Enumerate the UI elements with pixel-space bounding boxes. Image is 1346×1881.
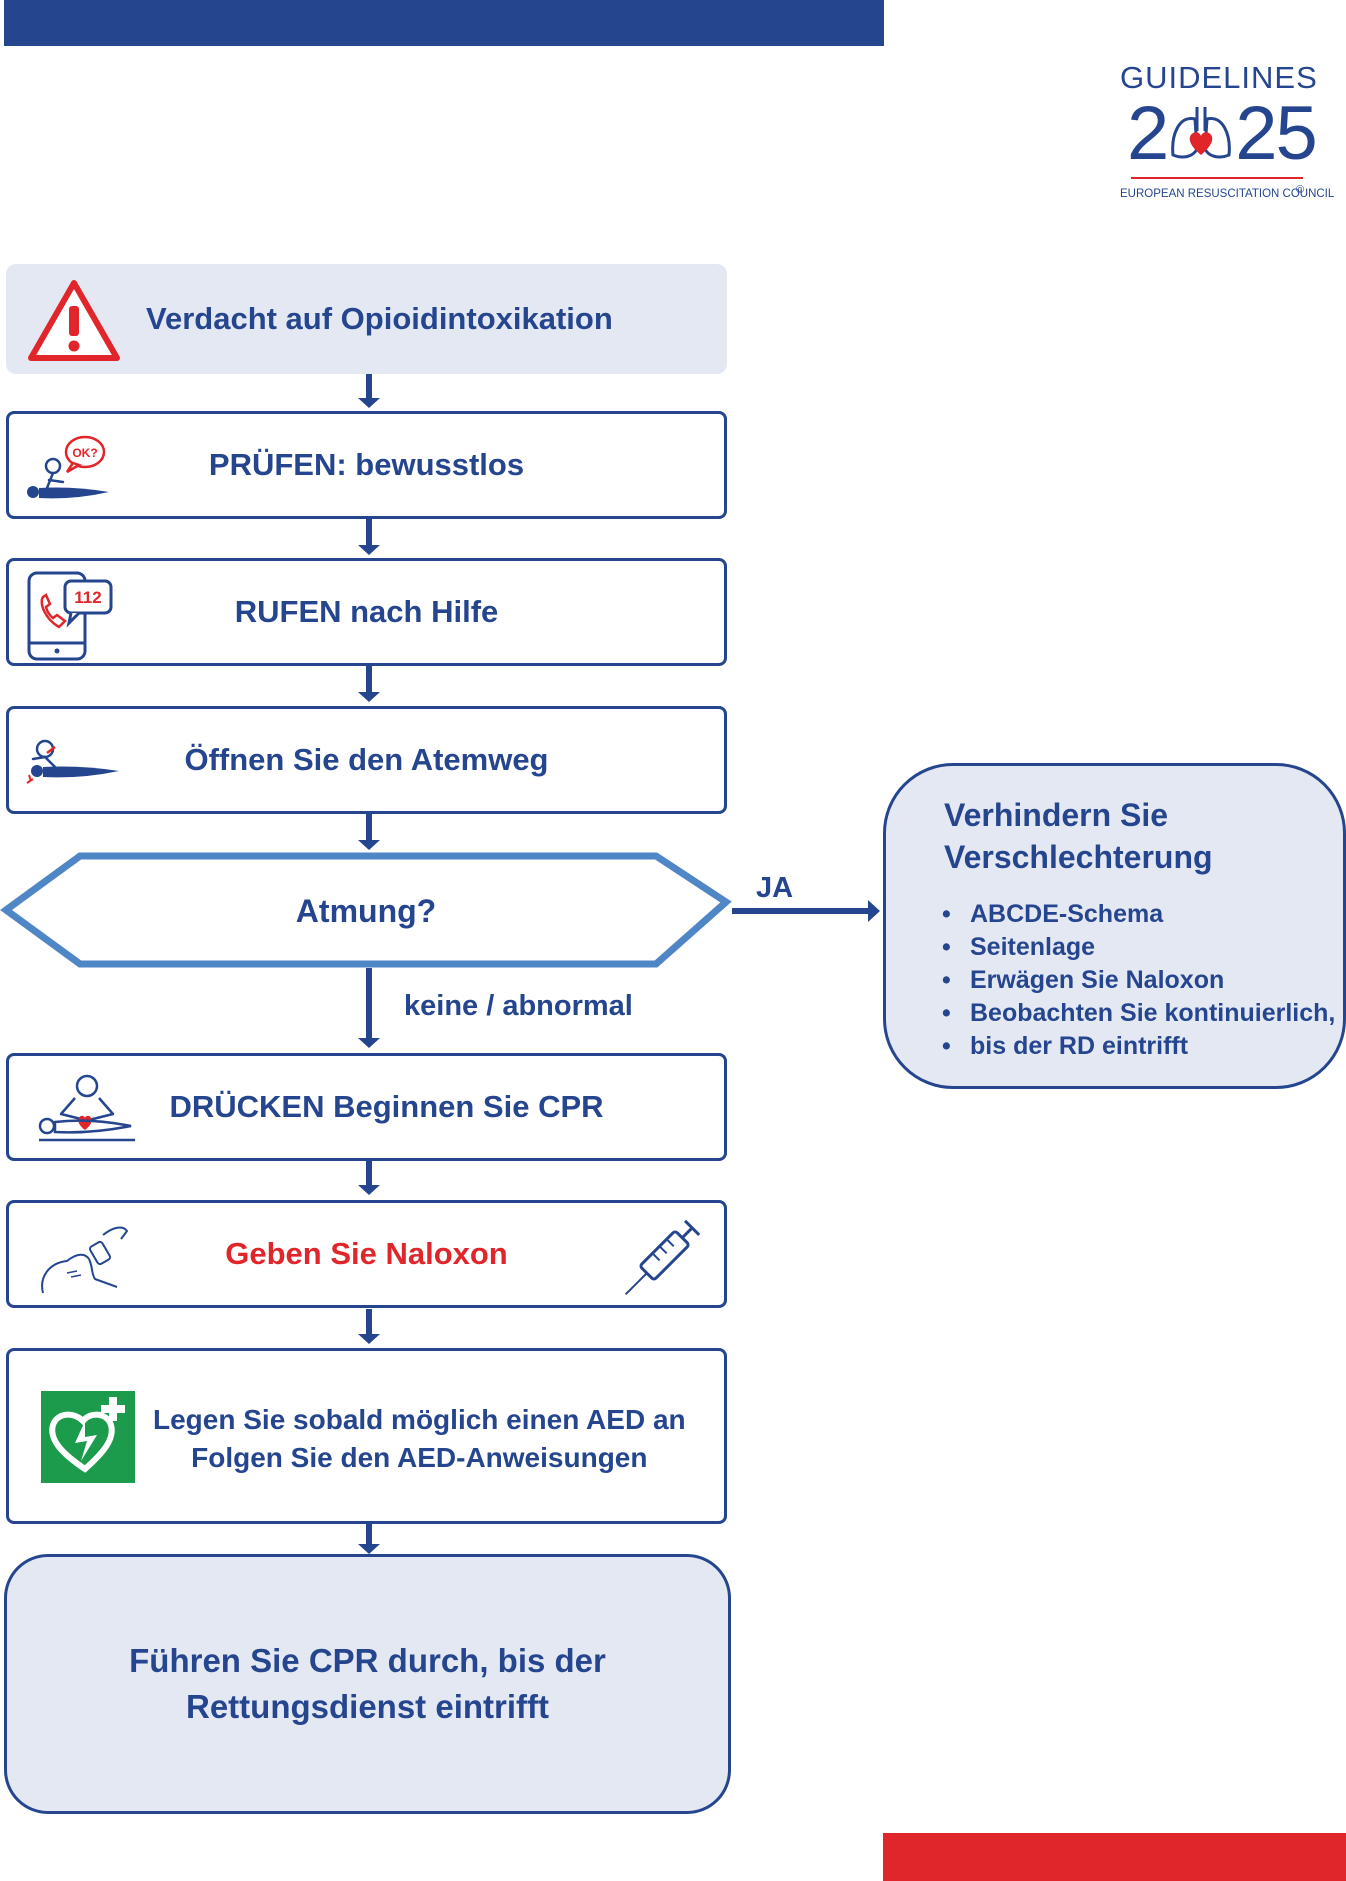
ok-bubble-text: OK?	[72, 446, 97, 460]
naloxone-label: Geben Sie Naloxon	[225, 1236, 508, 1271]
side-title-line1: Verhindern Sie	[944, 797, 1169, 833]
logo-word: GUIDELINES	[1120, 60, 1318, 95]
side-item-naloxone: Erwägen Sie Naloxon	[942, 964, 1335, 997]
cpr-compression-icon	[38, 1074, 135, 1142]
logo-divider	[1131, 177, 1303, 179]
yes-arrow-head	[868, 900, 880, 922]
top-banner	[4, 0, 884, 46]
side-item-until-ems: bis der RD eintrifft	[942, 1030, 1335, 1063]
compress-label: DRÜCKEN Beginnen Sie CPR	[169, 1089, 604, 1124]
check-responsiveness-icon: OK?	[27, 435, 109, 499]
side-item-until-ems-text: bis der RD eintrifft	[970, 1032, 1189, 1060]
breathing-label: Atmung?	[296, 893, 436, 929]
side-list: ABCDE-Schema Seitenlage Erwägen Sie Nalo…	[942, 898, 1335, 1063]
breathing-decision: Atmung?	[0, 852, 732, 968]
logo-copyright: ©	[1296, 184, 1305, 196]
warning-icon	[28, 280, 120, 361]
final-line1: Führen Sie CPR durch, bis der	[129, 1642, 606, 1679]
aed-line2: Folgen Sie den AED-Anweisungen	[191, 1442, 648, 1473]
logo-org: EUROPEAN RESUSCITATION COUNCIL	[1120, 188, 1335, 200]
logo-year-left: 2	[1127, 91, 1169, 176]
syringe-icon	[624, 1219, 701, 1296]
continue-cpr-box: Führen Sie CPR durch, bis der Rettungsdi…	[4, 1554, 731, 1814]
side-item-observe: Beobachten Sie kontinuierlich,	[942, 997, 1335, 1030]
side-item-abcde: ABCDE-Schema	[942, 898, 1335, 931]
final-line2: Rettungsdienst eintrifft	[186, 1688, 549, 1725]
logo-year: 2 25	[1127, 90, 1318, 177]
nasal-spray-icon	[41, 1226, 129, 1294]
airway-box: Öffnen Sie den Atemweg	[6, 706, 727, 814]
aed-text: Legen Sie sobald möglich einen AED an Fo…	[153, 1401, 686, 1477]
airway-label: Öffnen Sie den Atemweg	[184, 742, 549, 777]
check-label: PRÜFEN: bewusstlos	[208, 447, 525, 482]
side-title: Verhindern Sie Verschlechterung	[944, 794, 1213, 878]
lungs-heart-icon	[1171, 107, 1232, 159]
call-box: 112 RUFEN nach Hilfe	[6, 558, 727, 666]
aed-line1: Legen Sie sobald möglich einen AED an	[153, 1404, 686, 1435]
side-item-recovery-position: Seitenlage	[942, 931, 1335, 964]
yes-label: JA	[756, 872, 794, 904]
check-box: OK? PRÜFEN: bewusstlos	[6, 411, 727, 519]
bottom-banner	[883, 1833, 1346, 1881]
yes-arrow-line	[732, 908, 870, 914]
suspect-box: Verdacht auf Opioidintoxikation	[6, 264, 727, 374]
side-title-line2: Verschlechterung	[944, 839, 1213, 875]
open-airway-icon	[26, 739, 119, 784]
phone-number-text: 112	[74, 588, 101, 607]
aed-box: Legen Sie sobald möglich einen AED an Fo…	[6, 1348, 727, 1524]
prevent-deterioration-panel: Verhindern Sie Verschlechterung ABCDE-Sc…	[883, 763, 1346, 1089]
logo-year-right: 25	[1235, 91, 1318, 176]
no-label: keine / abnormal	[404, 990, 633, 1022]
suspect-label: Verdacht auf Opioidintoxikation	[146, 301, 613, 336]
phone-112-icon: 112	[27, 571, 113, 661]
aed-icon	[41, 1391, 135, 1483]
final-text: Führen Sie CPR durch, bis der Rettungsdi…	[7, 1557, 728, 1811]
guidelines-logo: GUIDELINES 2 25 EUROPEAN RESUSCITATION C…	[1105, 60, 1334, 210]
call-label: RUFEN nach Hilfe	[234, 594, 499, 629]
compress-box: DRÜCKEN Beginnen Sie CPR	[6, 1053, 727, 1161]
naloxone-box: Geben Sie Naloxon	[6, 1200, 727, 1308]
